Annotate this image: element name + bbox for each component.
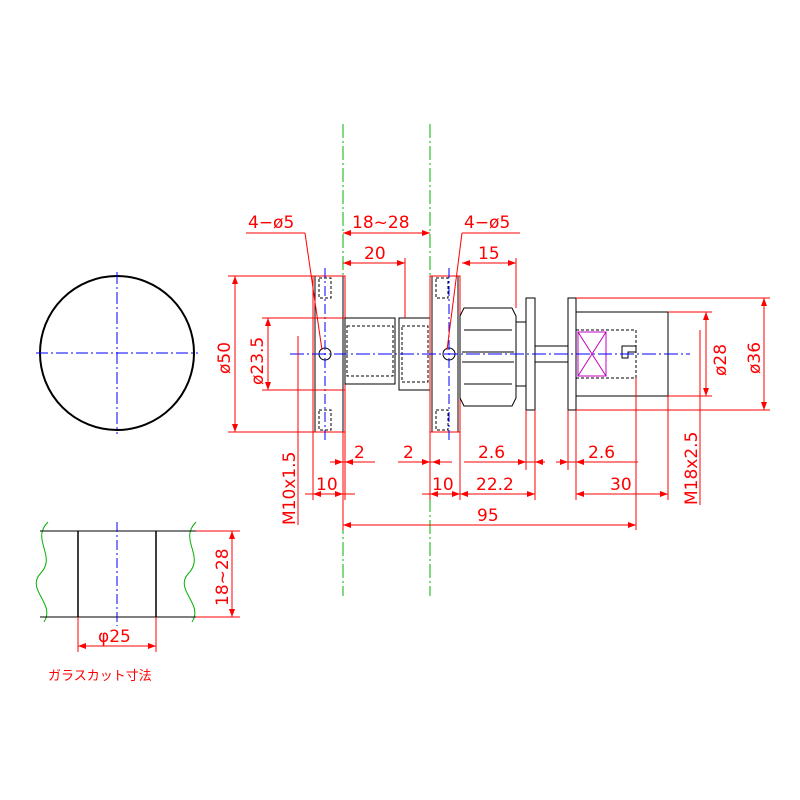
arrow bbox=[527, 491, 535, 497]
arrow bbox=[343, 522, 351, 528]
label-len-30: 30 bbox=[610, 475, 632, 495]
leader-holes-right-d bbox=[446, 232, 463, 351]
hex-nut bbox=[459, 307, 517, 407]
arrow bbox=[335, 491, 343, 497]
arrowheads bbox=[232, 230, 767, 528]
arrow bbox=[343, 230, 351, 236]
arrow bbox=[462, 260, 470, 266]
left-threaded-sleeve-inner bbox=[346, 325, 394, 377]
arrow bbox=[430, 491, 438, 497]
glass-break-right bbox=[183, 521, 197, 623]
label-dia-50: ø50 bbox=[215, 342, 235, 374]
arrow bbox=[232, 276, 238, 284]
arrow bbox=[422, 459, 430, 465]
label-dia-28: ø28 bbox=[711, 344, 731, 376]
caption: ガラスカット寸法 bbox=[48, 669, 152, 684]
label-hole-dia: φ25 bbox=[98, 627, 131, 647]
arrow bbox=[452, 491, 460, 497]
dimensions bbox=[228, 232, 770, 530]
arrow bbox=[265, 318, 271, 326]
arrow bbox=[397, 260, 405, 266]
arrow bbox=[229, 609, 235, 617]
arrow bbox=[343, 260, 351, 266]
arrow bbox=[628, 522, 636, 528]
label-thread-m10: M10x1.5 bbox=[280, 452, 300, 525]
label-gap-2-left: 2 bbox=[354, 443, 365, 463]
arrow bbox=[148, 643, 156, 649]
arrow bbox=[660, 491, 668, 497]
arrow bbox=[265, 382, 271, 390]
arrow bbox=[335, 459, 343, 465]
right-housing-slot bbox=[621, 345, 637, 359]
arrow bbox=[761, 298, 767, 306]
arrow bbox=[560, 459, 568, 465]
dimension-labels: 4−ø5 18~28 4−ø5 20 15 ø50 ø23.5 ø28 ø36 … bbox=[215, 213, 765, 526]
arrow bbox=[761, 402, 767, 410]
arrow bbox=[508, 260, 516, 266]
cross-line-2 bbox=[577, 331, 607, 377]
glass-cut-dims bbox=[77, 530, 240, 652]
end-view bbox=[36, 272, 198, 434]
glass-cut-view: 18~28 φ25 bbox=[35, 521, 240, 652]
arrow bbox=[535, 459, 543, 465]
arrow bbox=[345, 459, 353, 465]
glass-cut-arrows bbox=[78, 531, 235, 649]
leader-holes-left-d bbox=[304, 232, 323, 351]
arrow bbox=[576, 491, 584, 497]
label-len-95: 95 bbox=[477, 506, 499, 526]
arrow bbox=[576, 459, 584, 465]
arrow bbox=[460, 491, 468, 497]
label-gap-2-right: 2 bbox=[403, 443, 414, 463]
label-len-15: 15 bbox=[478, 244, 500, 264]
glass-break-left bbox=[35, 521, 49, 623]
arrow bbox=[432, 459, 440, 465]
label-len-20: 20 bbox=[364, 244, 386, 264]
label-glass-range: 18~28 bbox=[352, 213, 410, 233]
arrow bbox=[313, 491, 321, 497]
label-thread-m18: M18x2.5 bbox=[682, 432, 702, 505]
right-flange-bottom-hole bbox=[435, 409, 449, 431]
label-gap-2-6-right: 2.6 bbox=[588, 443, 615, 463]
arrow bbox=[703, 312, 709, 320]
glass-lines bbox=[342, 124, 431, 596]
right-flange-top-hole bbox=[435, 277, 449, 299]
label-gap-2-6-left: 2.6 bbox=[478, 443, 505, 463]
label-thk-10-left: 10 bbox=[316, 475, 338, 495]
arrow bbox=[422, 230, 430, 236]
label-holes-right: 4−ø5 bbox=[464, 213, 510, 233]
label-thk-10-right: 10 bbox=[432, 475, 454, 495]
arrow bbox=[703, 388, 709, 396]
label-holes-left: 4−ø5 bbox=[248, 213, 294, 233]
label-len-22-2: 22.2 bbox=[476, 475, 514, 495]
arrow bbox=[232, 424, 238, 432]
arrow bbox=[78, 643, 86, 649]
label-glass-thickness: 18~28 bbox=[213, 548, 233, 606]
arrow bbox=[229, 531, 235, 539]
label-dia-23-5: ø23.5 bbox=[248, 337, 268, 385]
arrow bbox=[518, 459, 526, 465]
label-dia-36: ø36 bbox=[745, 342, 765, 374]
left-threaded-sleeve bbox=[344, 317, 396, 385]
